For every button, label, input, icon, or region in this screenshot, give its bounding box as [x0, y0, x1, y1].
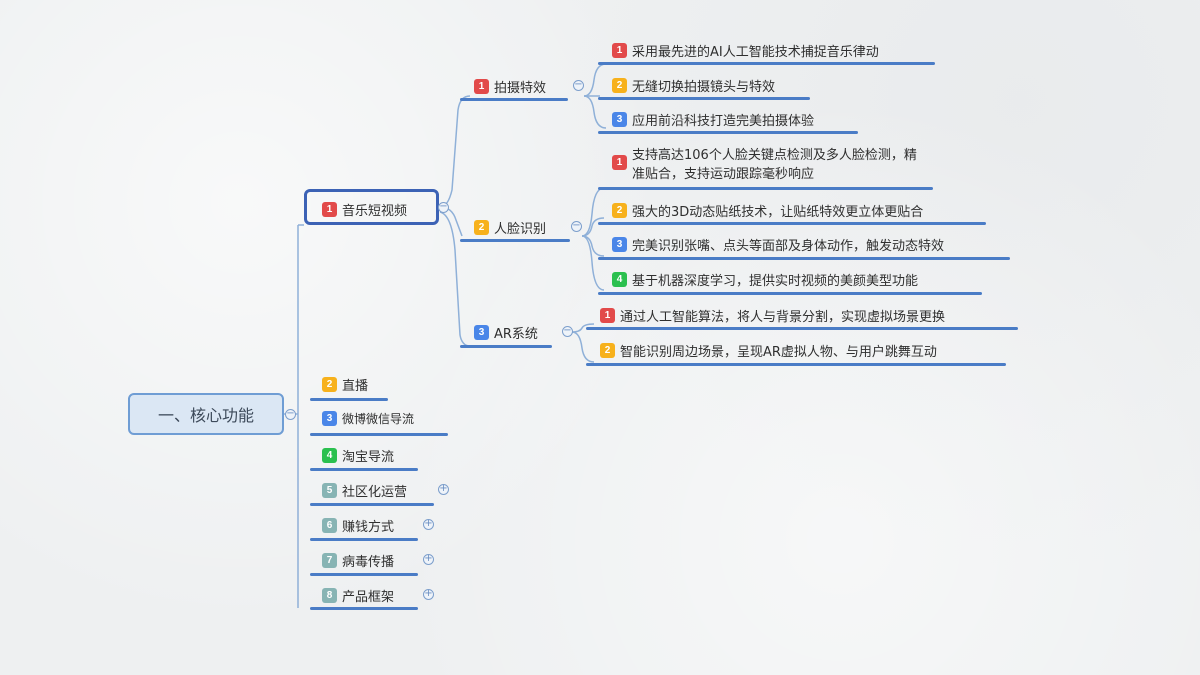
leaf-underline: [598, 222, 986, 225]
root-label: 一、核心功能: [157, 406, 254, 425]
branch-product-framework[interactable]: 8 产品框架: [322, 586, 394, 605]
priority-2-icon: 2: [322, 377, 337, 392]
priority-1-icon: 1: [612, 155, 627, 170]
expand-icon[interactable]: +: [423, 588, 434, 600]
leaf-item[interactable]: 1 支持高达106个人脸关键点检测及多人脸检测，精准贴合，支持运动跟踪毫秒响应: [612, 146, 927, 184]
priority-3-icon: 3: [612, 237, 627, 252]
branch-underline: [310, 468, 418, 471]
priority-1-icon: 1: [612, 43, 627, 58]
branch-community[interactable]: 5 社区化运营: [322, 481, 407, 500]
leaf-label: 采用最先进的AI人工智能技术捕捉音乐律动: [632, 45, 879, 60]
branch-label: 社区化运营: [342, 485, 408, 500]
branch-label: 淘宝导流: [342, 450, 395, 465]
leaf-item[interactable]: 3 应用前沿科技打造完美拍摄体验: [612, 110, 814, 129]
priority-8-icon: 8: [322, 588, 337, 603]
branch-taobao[interactable]: 4 淘宝导流: [322, 446, 394, 465]
selected-node-frame: [304, 189, 439, 225]
branch-underline: [310, 538, 418, 541]
leaf-label: 应用前沿科技打造完美拍摄体验: [632, 114, 815, 129]
priority-6-icon: 6: [322, 518, 337, 533]
sub-branch-underline: [460, 239, 570, 242]
leaf-item[interactable]: 4 基于机器深度学习，提供实时视频的美颜美型功能: [612, 270, 918, 289]
leaf-label: 智能识别周边场景，呈现AR虚拟人物、与用户跳舞互动: [620, 345, 937, 360]
priority-3-icon: 3: [612, 112, 627, 127]
branch-live[interactable]: 2 直播: [322, 375, 368, 394]
collapse-icon[interactable]: −: [573, 79, 584, 91]
sub-branch-ar-system[interactable]: 3 AR系统: [474, 323, 538, 342]
leaf-underline: [598, 292, 982, 295]
priority-1-icon: 1: [474, 79, 489, 94]
branch-underline: [310, 503, 434, 506]
sub-branch-label: 拍摄特效: [494, 81, 547, 96]
leaf-label: 完美识别张嘴、点头等面部及身体动作，触发动态特效: [632, 239, 945, 254]
priority-1-icon: 1: [322, 202, 337, 217]
expand-icon[interactable]: +: [438, 483, 449, 495]
collapse-icon[interactable]: −: [285, 408, 296, 420]
leaf-underline: [598, 97, 810, 100]
priority-5-icon: 5: [322, 483, 337, 498]
branch-monetization[interactable]: 6 赚钱方式: [322, 516, 394, 535]
priority-1-icon: 1: [600, 308, 615, 323]
leaf-label: 支持高达106个人脸关键点检测及多人脸检测，精准贴合，支持运动跟踪毫秒响应: [632, 148, 917, 182]
sub-branch-label: 人脸识别: [494, 222, 547, 237]
branch-label: 病毒传播: [342, 555, 395, 570]
branch-underline: [310, 607, 418, 610]
priority-2-icon: 2: [474, 220, 489, 235]
branch-label: 赚钱方式: [342, 520, 395, 535]
branch-viral[interactable]: 7 病毒传播: [322, 551, 394, 570]
leaf-underline: [598, 62, 935, 65]
leaf-underline: [598, 131, 858, 134]
branch-underline: [310, 573, 418, 576]
root-node[interactable]: 一、核心功能: [128, 393, 284, 435]
priority-2-icon: 2: [600, 343, 615, 358]
branch-label: 产品框架: [342, 590, 395, 605]
branch-label: 音乐短视频: [342, 204, 408, 219]
expand-icon[interactable]: +: [423, 518, 434, 530]
collapse-icon[interactable]: −: [562, 325, 573, 337]
leaf-underline: [586, 327, 1018, 330]
leaf-item[interactable]: 1 采用最先进的AI人工智能技术捕捉音乐律动: [612, 41, 879, 60]
priority-3-icon: 3: [322, 411, 337, 426]
branch-music-short-video[interactable]: 1 音乐短视频: [322, 200, 407, 219]
leaf-item[interactable]: 1 通过人工智能算法，将人与背景分割，实现虚拟场景更换: [600, 306, 945, 325]
priority-3-icon: 3: [474, 325, 489, 340]
leaf-item[interactable]: 2 智能识别周边场景，呈现AR虚拟人物、与用户跳舞互动: [600, 341, 937, 360]
leaf-label: 通过人工智能算法，将人与背景分割，实现虚拟场景更换: [620, 310, 946, 325]
branch-label: 微博微信导流: [342, 412, 415, 426]
leaf-underline: [586, 363, 1006, 366]
sub-branch-label: AR系统: [494, 327, 538, 342]
priority-4-icon: 4: [612, 272, 627, 287]
leaf-label: 强大的3D动态贴纸技术，让贴纸特效更立体更贴合: [632, 205, 924, 220]
priority-2-icon: 2: [612, 203, 627, 218]
collapse-icon[interactable]: −: [571, 220, 582, 232]
leaf-item[interactable]: 2 无缝切换拍摄镜头与特效: [612, 76, 775, 95]
leaf-label: 无缝切换拍摄镜头与特效: [632, 80, 776, 95]
sub-branch-underline: [460, 98, 568, 101]
sub-branch-face-recognition[interactable]: 2 人脸识别: [474, 218, 546, 237]
sub-branch-shooting-effects[interactable]: 1 拍摄特效: [474, 77, 546, 96]
leaf-underline: [598, 187, 933, 190]
priority-2-icon: 2: [612, 78, 627, 93]
branch-underline: [310, 398, 388, 401]
collapse-icon[interactable]: −: [438, 201, 449, 213]
branch-label: 直播: [342, 379, 369, 394]
branch-weibo-wechat[interactable]: 3 微博微信导流: [322, 410, 414, 427]
leaf-item[interactable]: 2 强大的3D动态贴纸技术，让贴纸特效更立体更贴合: [612, 201, 923, 220]
priority-4-icon: 4: [322, 448, 337, 463]
priority-7-icon: 7: [322, 553, 337, 568]
expand-icon[interactable]: +: [423, 553, 434, 565]
leaf-underline: [598, 257, 1010, 260]
leaf-item[interactable]: 3 完美识别张嘴、点头等面部及身体动作，触发动态特效: [612, 235, 944, 254]
leaf-label: 基于机器深度学习，提供实时视频的美颜美型功能: [632, 274, 919, 289]
branch-underline: [310, 433, 448, 436]
sub-branch-underline: [460, 345, 552, 348]
